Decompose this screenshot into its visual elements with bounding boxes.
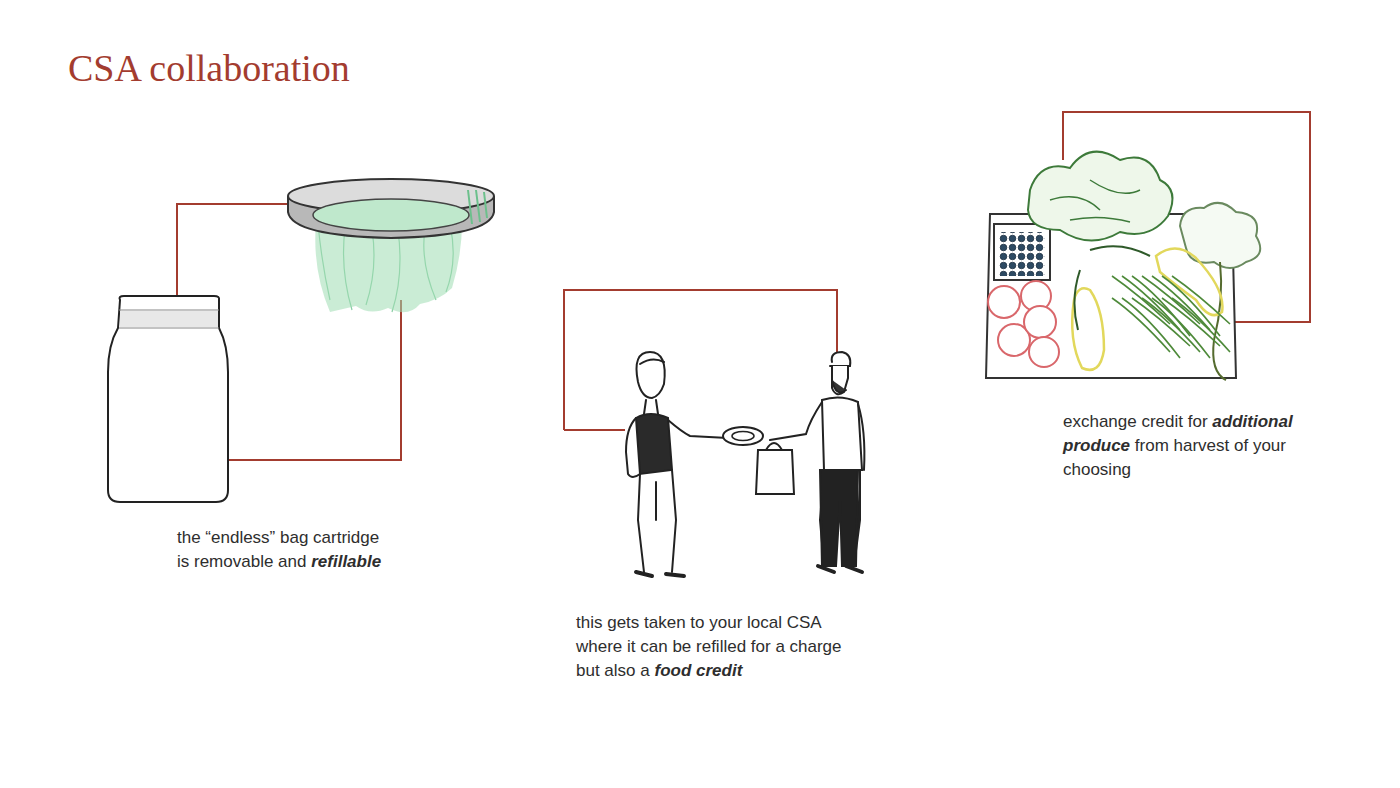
caption: the “endless” bag cartridge is removable… xyxy=(177,526,392,574)
emphasis-text: food credit xyxy=(654,661,742,680)
caption-text: exchange credit for xyxy=(1063,412,1208,431)
jar xyxy=(108,296,228,502)
bean-stroke xyxy=(1172,276,1230,324)
bean-stroke xyxy=(1172,298,1230,352)
produce xyxy=(986,152,1260,380)
handed-cartridge xyxy=(723,427,763,445)
bag-cartridge xyxy=(288,179,494,312)
bean-stroke xyxy=(1142,298,1200,352)
bean-stroke xyxy=(1162,298,1220,346)
title: CSA collaboration xyxy=(68,46,350,90)
frame-lines xyxy=(177,112,1310,460)
bean-stroke xyxy=(1112,298,1170,352)
caption: this gets taken to your local CSA where … xyxy=(576,611,866,683)
woman xyxy=(626,352,728,576)
caption: exchange credit foradditional producefro… xyxy=(1063,410,1303,482)
emphasis-text: refillable xyxy=(311,552,381,571)
man xyxy=(756,352,864,572)
